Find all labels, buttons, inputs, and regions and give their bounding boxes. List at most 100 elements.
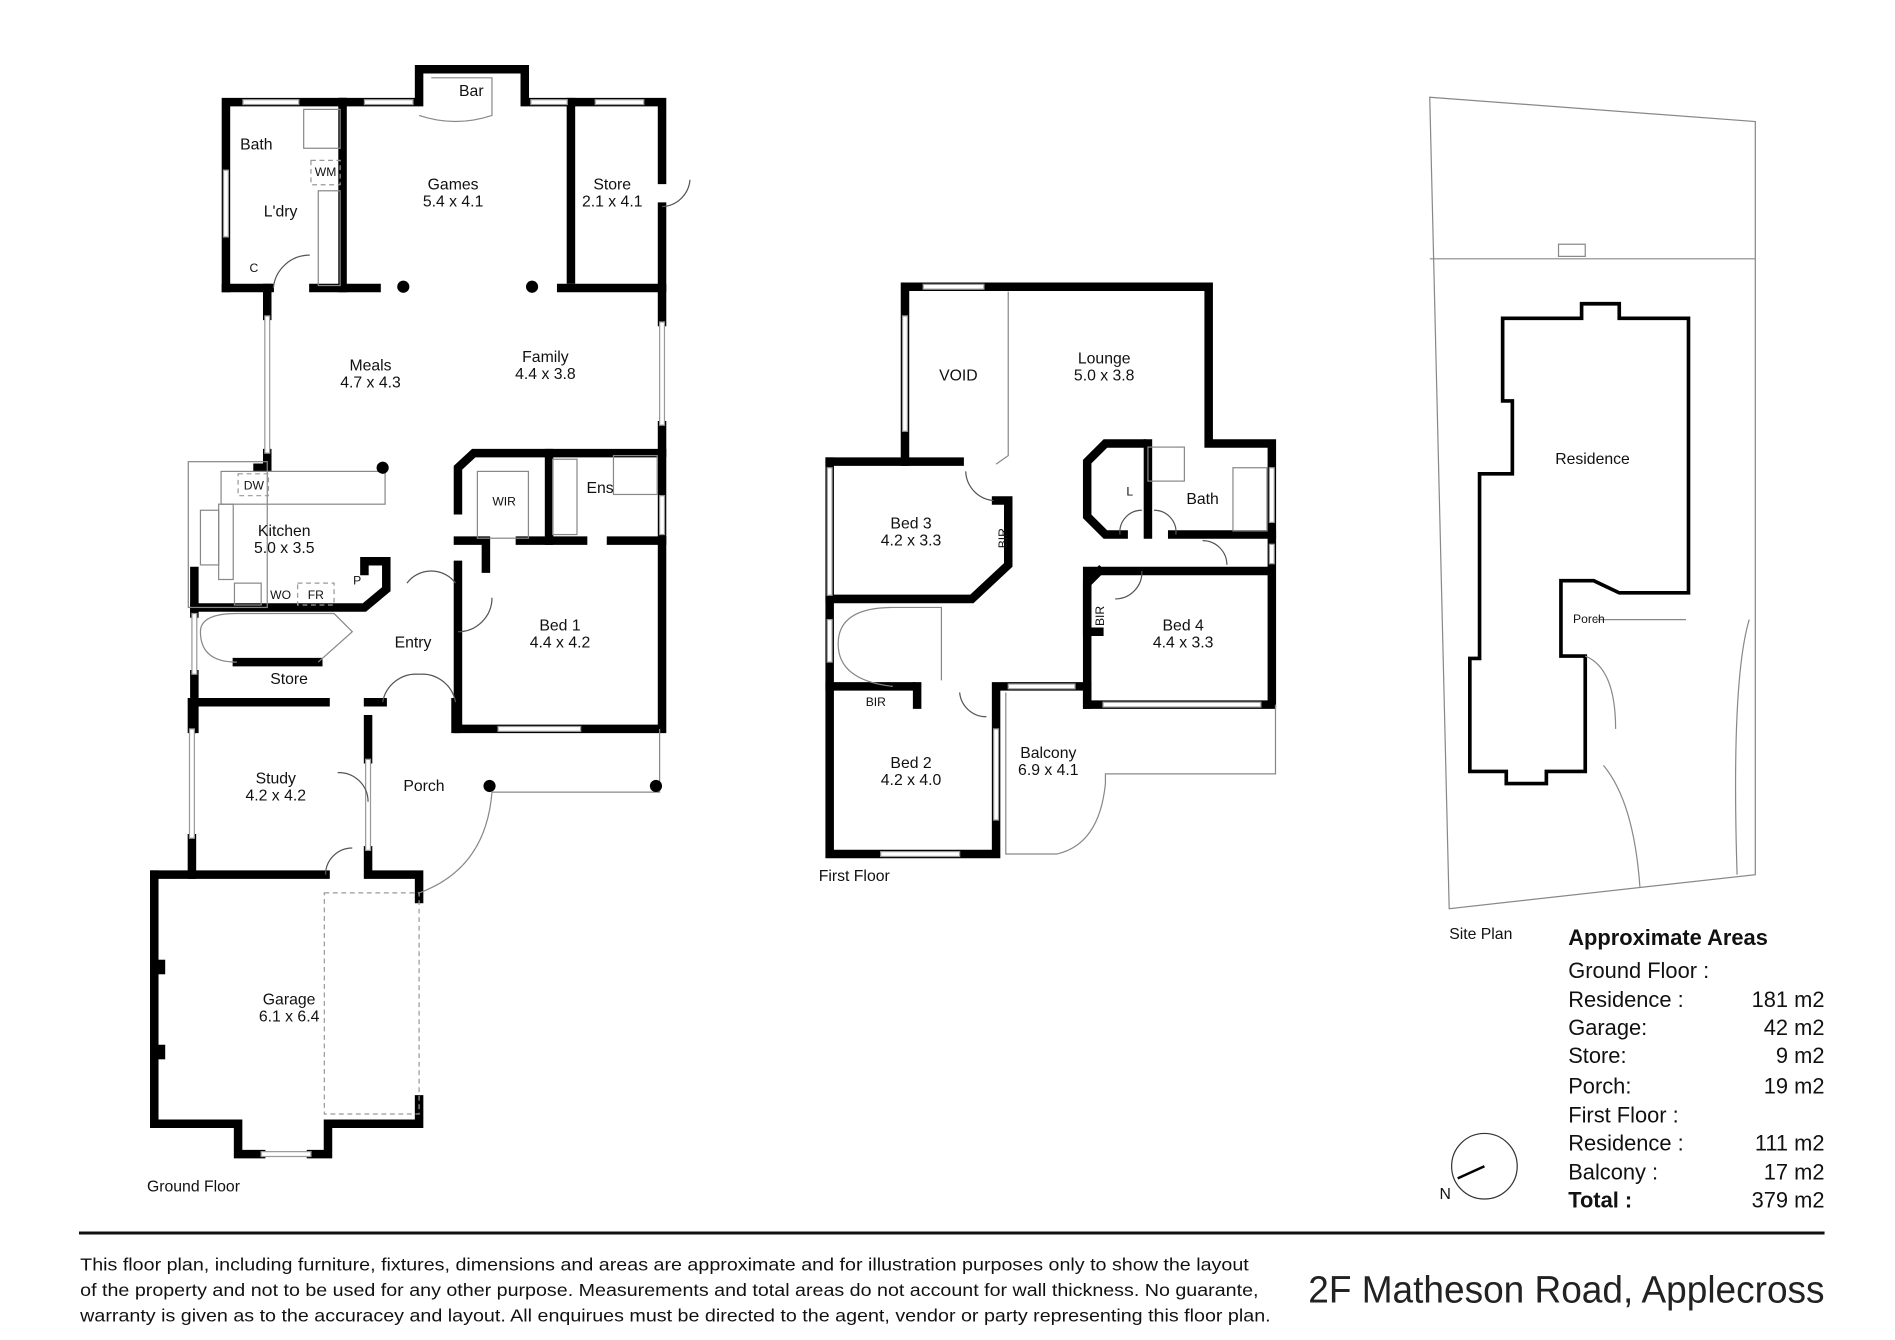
- door: [419, 673, 457, 703]
- room-label-bath: Bath: [240, 136, 272, 153]
- area-value: 9 m2: [1776, 1043, 1825, 1068]
- wall: [363, 846, 424, 904]
- column: [525, 280, 539, 293]
- room-dims-bed2: 4.2 x 4.0: [881, 772, 942, 789]
- window: [497, 725, 582, 732]
- compass-north-label: N: [1439, 1186, 1450, 1203]
- approximate-areas: Approximate Areas Ground Floor : Residen…: [1568, 925, 1824, 1212]
- window: [242, 99, 300, 106]
- area-total-value: 379 m2: [1752, 1188, 1825, 1213]
- room-label-store: Store: [593, 177, 631, 194]
- room-dims-games: 5.4 x 4.1: [423, 194, 484, 211]
- disclaimer: This floor plan, including furniture, fi…: [79, 1255, 1271, 1326]
- kitchen-bench: [218, 503, 234, 581]
- window: [188, 728, 195, 839]
- room-label-fr: FR: [308, 588, 324, 602]
- areas-first-heading: First Floor :: [1568, 1102, 1679, 1127]
- site-residence-label: Residence: [1555, 451, 1630, 468]
- bathtub: [1232, 467, 1268, 532]
- floor-label-ground: Ground Floor: [147, 1179, 240, 1196]
- column: [649, 779, 663, 793]
- staircase: [837, 606, 943, 688]
- door: [1115, 570, 1143, 600]
- room-dims-balcony: 6.9 x 4.1: [1018, 762, 1079, 779]
- laundry-bench: [317, 190, 341, 287]
- window: [1007, 683, 1076, 690]
- dishwasher: [237, 473, 270, 497]
- site-porch-label: Porch: [1573, 612, 1605, 626]
- room-label-cupboard: C: [249, 261, 258, 275]
- vanity: [552, 458, 578, 536]
- door: [457, 597, 493, 633]
- compass-needle-icon: [1457, 1165, 1485, 1180]
- window: [191, 612, 198, 675]
- wall: [253, 448, 272, 472]
- room-label-family: Family: [522, 349, 569, 366]
- area-label: Balcony :: [1568, 1160, 1658, 1185]
- area-label: Garage:: [1568, 1015, 1647, 1040]
- room-label-study: Study: [256, 771, 296, 788]
- shower: [1147, 446, 1185, 482]
- door: [1202, 540, 1228, 565]
- room-label-wm: WM: [315, 165, 337, 179]
- first-floor-plan: VOID Lounge 5.0 x 3.8 Bed 3 4.2 x 3.3 BI…: [819, 282, 1277, 885]
- wall: [453, 536, 491, 573]
- window: [594, 99, 645, 106]
- room-label-pantry: P: [353, 573, 361, 587]
- sink: [199, 509, 220, 566]
- door: [406, 570, 457, 584]
- site-porch-curve: [1585, 655, 1617, 729]
- door: [662, 179, 691, 208]
- window: [880, 850, 961, 858]
- kitchen-outline: [187, 461, 268, 609]
- room-dims-garage: 6.1 x 6.4: [259, 1009, 320, 1026]
- room-dims-meals: 4.7 x 4.3: [340, 375, 401, 392]
- site-plan: Residence Porch Site Plan: [1429, 96, 1756, 943]
- room-label-wir: WIR: [492, 494, 516, 508]
- wall: [1082, 439, 1147, 539]
- room-dims-study: 4.2 x 4.2: [245, 788, 306, 805]
- room-label-bir3: BIR: [996, 528, 1010, 548]
- window: [658, 321, 666, 426]
- residence-footprint: [1468, 301, 1691, 786]
- driveway-curve: [1602, 764, 1641, 887]
- areas-title: Approximate Areas: [1568, 925, 1768, 950]
- room-label-linen: L: [1126, 485, 1133, 499]
- room-label-games: Games: [428, 177, 479, 194]
- ground-floor-plan: Bar Bath WM L'dry C Games 5.4 x 4.1 Stor…: [147, 65, 691, 1196]
- door: [965, 471, 994, 502]
- room-label-kitchen: Kitchen: [258, 523, 311, 540]
- area-label: Porch:: [1568, 1073, 1631, 1098]
- wall: [150, 870, 266, 1159]
- door: [337, 772, 369, 802]
- garage-pier: [154, 959, 166, 975]
- room-dims-family: 4.4 x 3.8: [515, 366, 576, 383]
- room-label-bar: Bar: [459, 83, 484, 100]
- room-label-bir4: BIR: [1093, 606, 1107, 626]
- window: [365, 758, 372, 851]
- window: [1268, 467, 1275, 524]
- wall: [221, 97, 347, 293]
- room-dims-bed3: 4.2 x 3.3: [881, 532, 942, 549]
- wall: [453, 448, 667, 515]
- window: [826, 467, 833, 596]
- room-label-dw: DW: [244, 479, 265, 493]
- parking-bay: [323, 892, 420, 1115]
- room-label-void: VOID: [939, 367, 978, 384]
- north-compass: N: [1439, 1132, 1518, 1203]
- door: [324, 847, 353, 875]
- window: [260, 1151, 312, 1158]
- window: [922, 283, 985, 290]
- door: [1153, 509, 1177, 535]
- window: [658, 495, 666, 536]
- door: [272, 254, 310, 289]
- window: [530, 99, 568, 106]
- room-label-bed4: Bed 4: [1163, 618, 1204, 635]
- site-boundary: [1429, 96, 1756, 910]
- washing-machine: [310, 159, 341, 186]
- area-value: 111 m2: [1755, 1130, 1825, 1155]
- property-address: 2F Matheson Road, Applecross: [1308, 1268, 1824, 1310]
- room-label-bath-first: Bath: [1186, 491, 1218, 508]
- column: [483, 779, 496, 793]
